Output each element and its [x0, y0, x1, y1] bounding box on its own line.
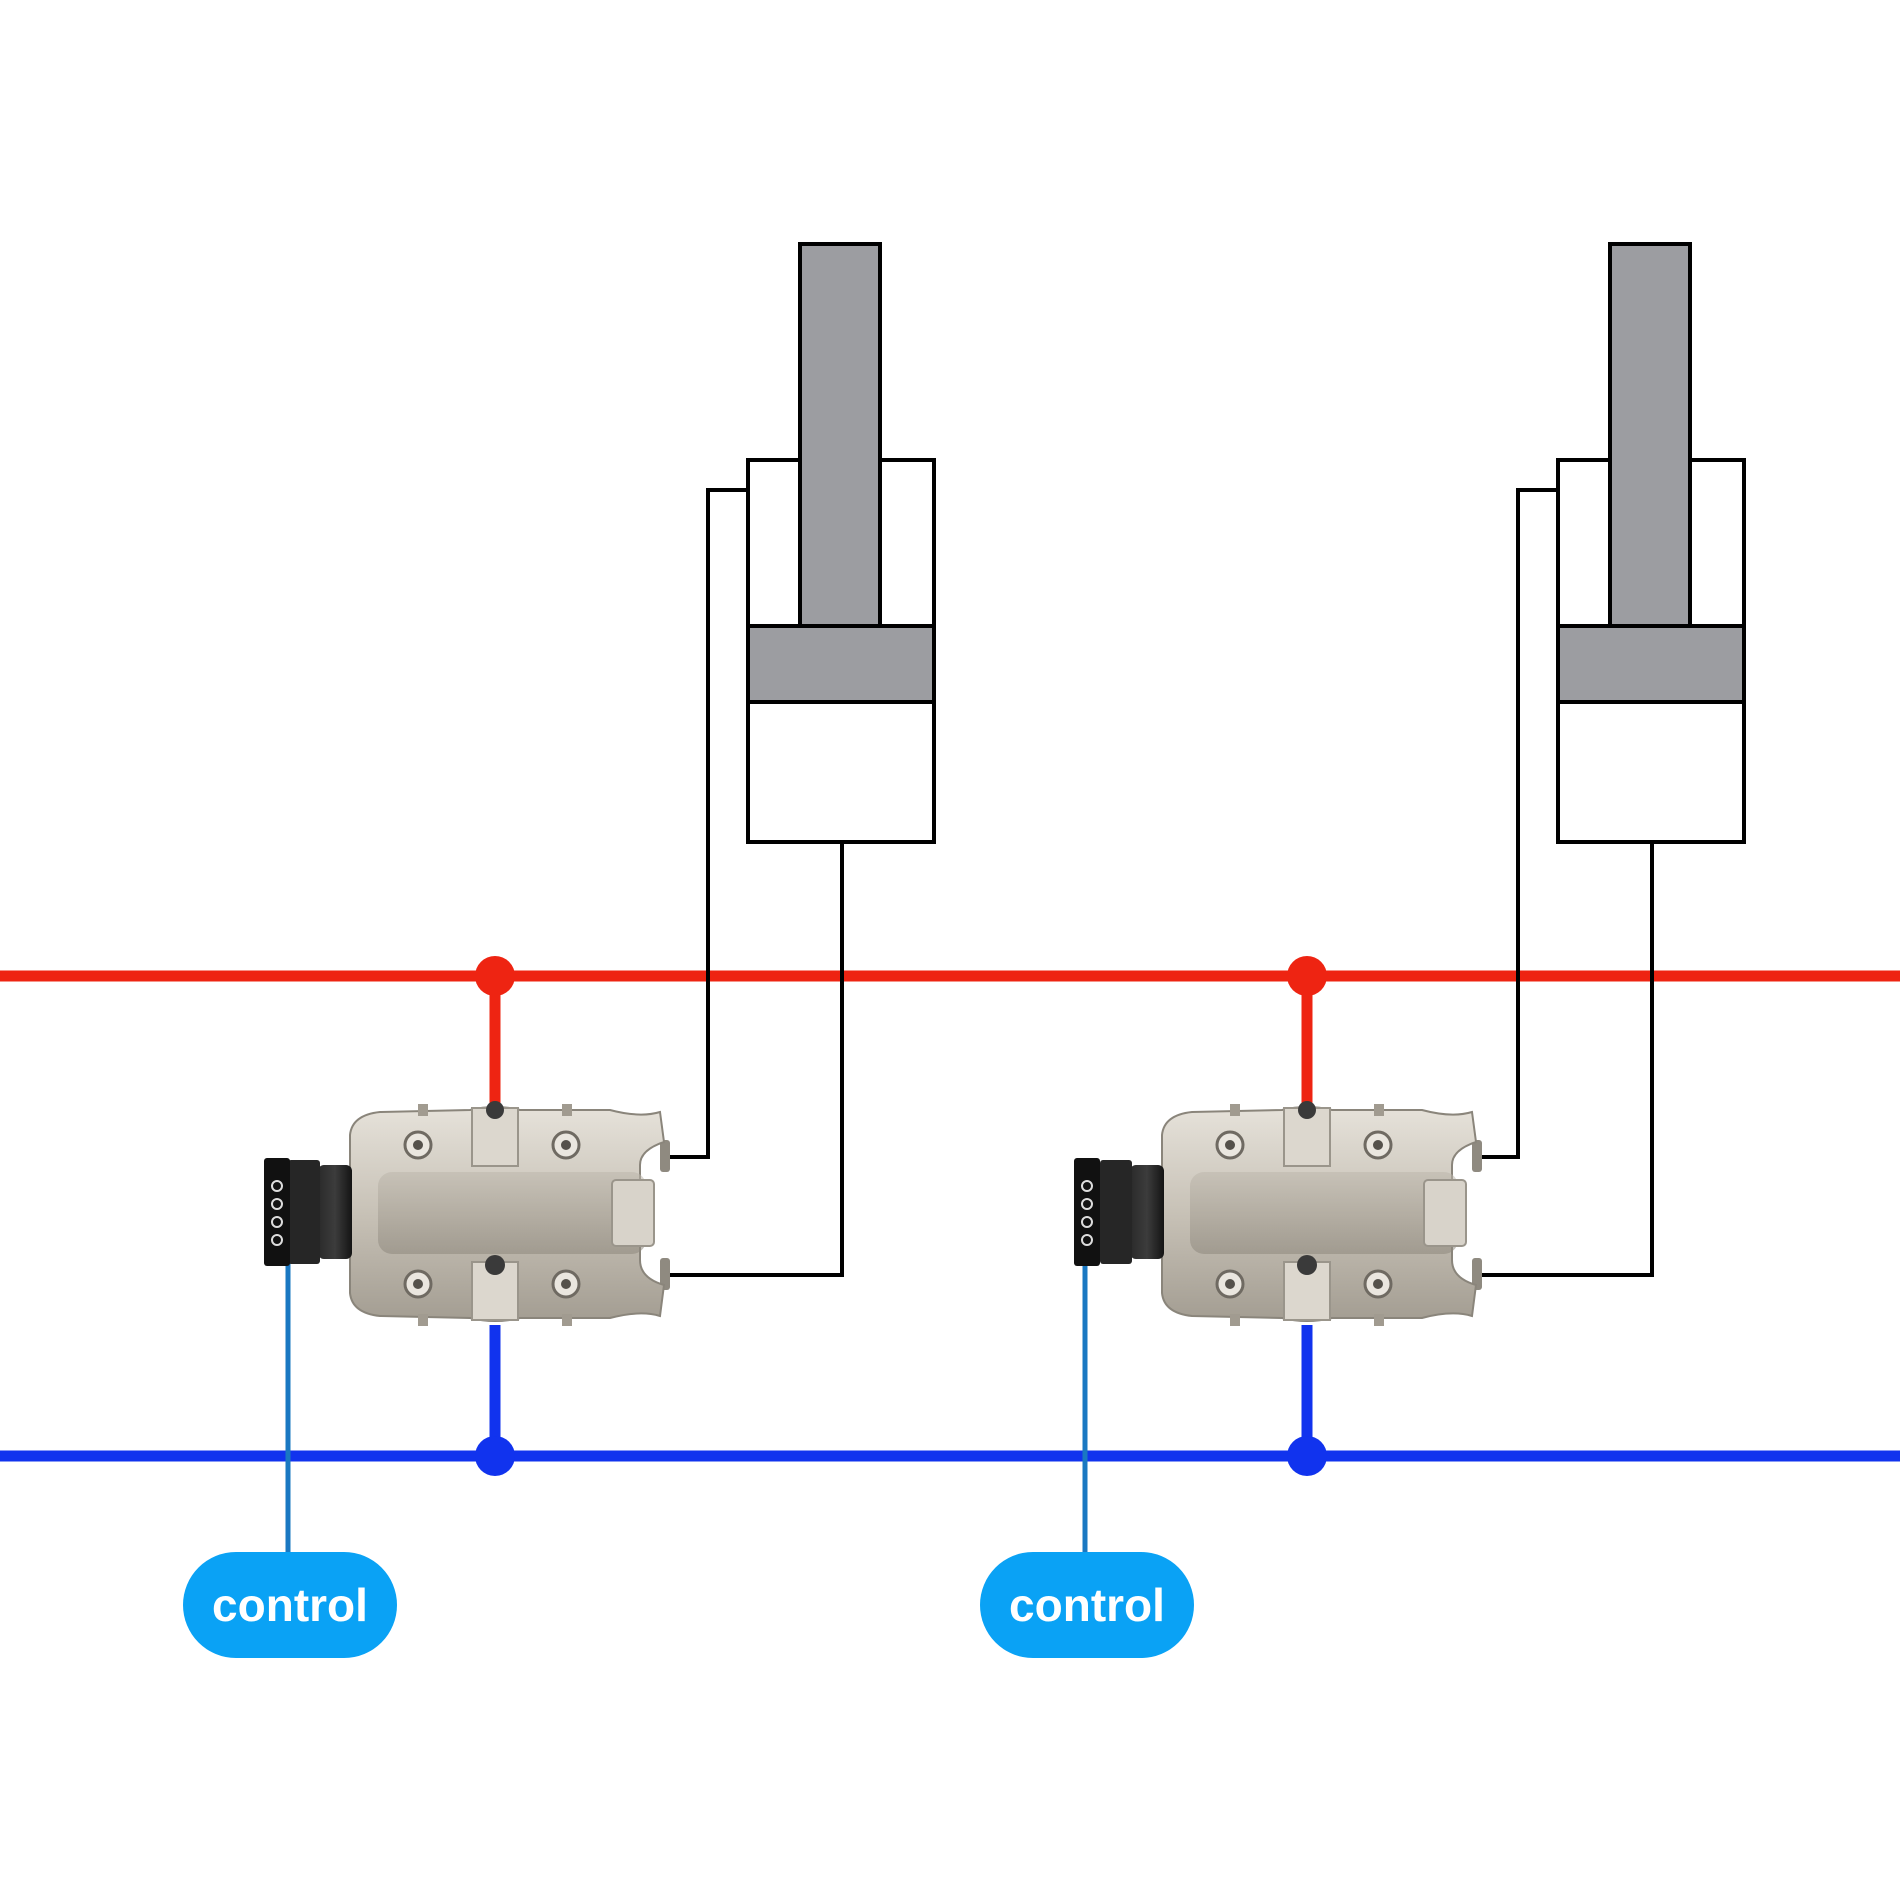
hydraulic-cylinder-icon	[746, 242, 936, 844]
control-badge[interactable]: control	[183, 1552, 397, 1658]
hydraulic-hose-a	[668, 488, 748, 1159]
cylinder-rod	[1608, 242, 1692, 628]
cylinder-piston	[1556, 624, 1746, 704]
return-junction	[475, 1436, 515, 1476]
control-label: control	[212, 1579, 368, 1631]
unit-1: control	[183, 242, 936, 1658]
pressure-junction	[1287, 956, 1327, 996]
unit-2: control	[980, 242, 1746, 1658]
cylinder-rod	[798, 242, 882, 628]
hydraulic-hose-b	[1478, 842, 1654, 1277]
servo-valve-icon	[264, 1101, 670, 1326]
hydraulic-hose-b	[668, 842, 844, 1277]
return-junction	[1287, 1436, 1327, 1476]
cylinder-piston	[746, 624, 936, 704]
control-badge[interactable]: control	[980, 1552, 1194, 1658]
control-label: control	[1009, 1579, 1165, 1631]
hydraulic-cylinder-icon	[1556, 242, 1746, 844]
hydraulic-hose-a	[1478, 488, 1558, 1159]
pressure-junction	[475, 956, 515, 996]
servo-valve-icon	[1074, 1101, 1482, 1326]
